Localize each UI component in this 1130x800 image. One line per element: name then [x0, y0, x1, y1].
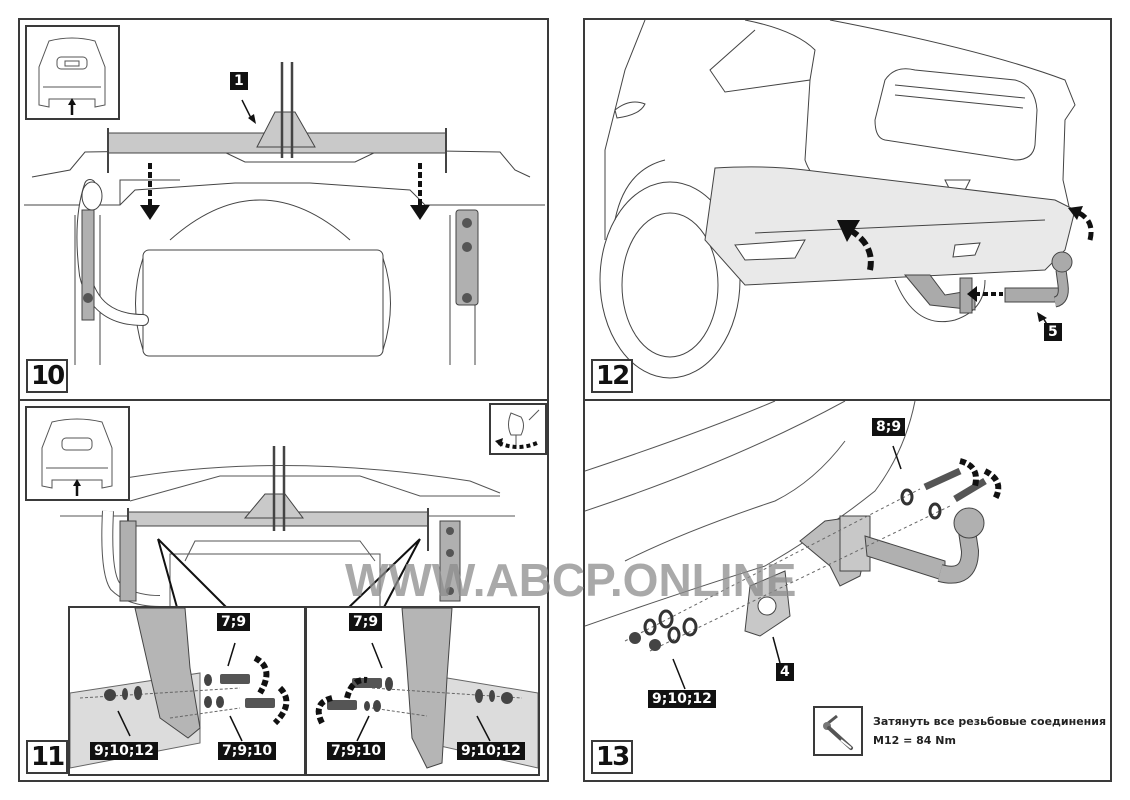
torque-value: M12 = 84 Nm [873, 734, 956, 747]
torque-note: Затянуть все резьбовые соединения M12 = … [873, 712, 1106, 750]
callout-parts-9-10-12: 9;10;12 [457, 742, 525, 760]
callout-part-1: 1 [230, 72, 248, 90]
callout-parts-9-10-12: 9;10;12 [648, 690, 716, 708]
panel-step-11: 7;9 9;10;12 7;9;10 7;9 7;9;10 9;10;12 [18, 399, 549, 782]
callout-part-5: 5 [1044, 323, 1062, 341]
rotate-arrow-icon [1068, 206, 1083, 220]
step-12-illustration [599, 20, 1094, 379]
step-11-illustration [60, 446, 515, 615]
rotate-arrow-icon [253, 655, 270, 695]
car-rear-view-inset [25, 406, 130, 501]
step-10-illustration [24, 62, 545, 365]
car-rear-icon [41, 418, 113, 496]
callout-parts-7-9: 7;9 [217, 613, 251, 631]
car-rear-icon [38, 37, 106, 115]
callout-part-4: 4 [776, 663, 794, 681]
rotate-arrow-icon [315, 695, 333, 725]
panel-step-10: 1 10 [18, 18, 549, 401]
callout-parts-8-9: 8;9 [872, 418, 906, 436]
down-arrow-icon [410, 163, 430, 220]
torque-wrench-icon [823, 714, 853, 750]
rotate-arrow-icon [344, 676, 368, 699]
car-rear-view-inset [25, 25, 120, 120]
callout-parts-7-9-10: 7;9;10 [218, 742, 277, 760]
rotate-arrow-icon [983, 468, 1002, 501]
hand-tighten-icon [495, 409, 540, 449]
callout-parts-9-10-12: 9;10;12 [90, 742, 158, 760]
step-number: 10 [26, 359, 69, 393]
step-13-illustration [585, 401, 1002, 690]
rotate-arrow-icon [837, 220, 860, 242]
torque-instruction: Затянуть все резьбовые соединения [873, 715, 1107, 728]
torque-wrench-inset [813, 706, 863, 756]
callout-parts-7-9: 7;9 [349, 613, 383, 631]
rotate-arrow-icon [272, 685, 290, 726]
panel-step-12: 5 12 [583, 18, 1112, 401]
step-number: 11 [26, 740, 69, 774]
step-number: 12 [591, 359, 634, 393]
detail-inset-right: 7;9 7;9;10 9;10;12 [305, 606, 540, 776]
hand-tighten-inset [489, 403, 547, 455]
rotate-arrow-icon [959, 458, 979, 487]
callout-parts-7-9-10: 7;9;10 [327, 742, 386, 760]
down-arrow-icon [140, 163, 160, 220]
detail-inset-left: 7;9 9;10;12 7;9;10 [68, 606, 306, 776]
step-number: 13 [591, 740, 634, 774]
